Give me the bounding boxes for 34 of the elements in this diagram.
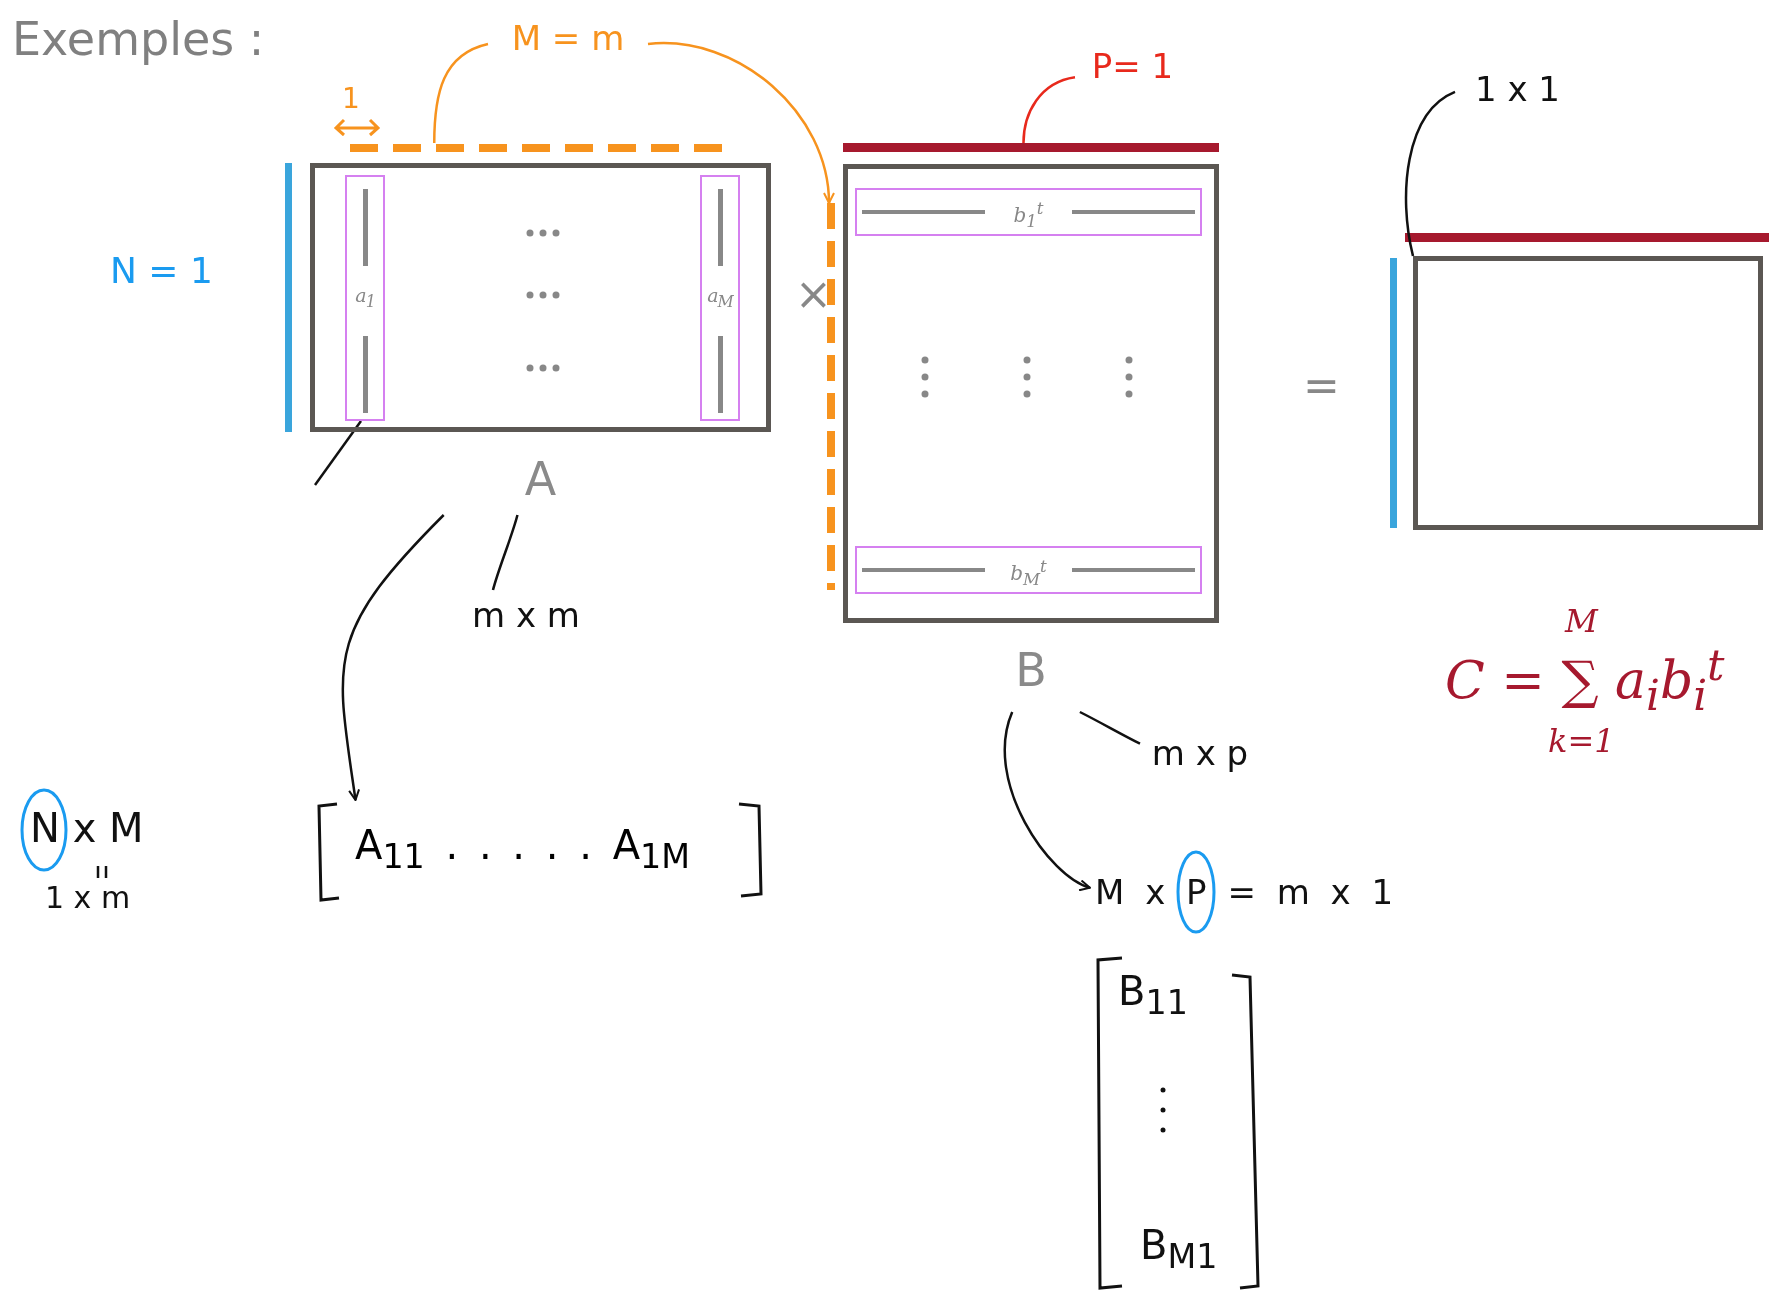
handwritten-note: m x m xyxy=(460,590,592,640)
dimension-label: N x M xyxy=(30,805,144,851)
arrow xyxy=(1003,711,1091,890)
leader-line xyxy=(433,42,489,144)
dimension-label: 1 x m xyxy=(45,880,131,915)
operator-symbol: = xyxy=(1303,360,1340,411)
matrix-entry: B$_{M1}$ xyxy=(1140,1222,1218,1276)
matrix-entry: B$_{11}$ xyxy=(1118,968,1188,1022)
leader-line xyxy=(1404,90,1456,257)
arrow xyxy=(341,514,445,801)
leader-line xyxy=(491,514,519,591)
column-vector: a$_{M}$ xyxy=(700,175,740,421)
leader-line xyxy=(314,420,362,486)
matrix-box xyxy=(1413,256,1763,530)
handwritten-note: 1 x 1 xyxy=(1455,60,1580,118)
operator-symbol: × xyxy=(795,268,832,319)
matrix-name: B xyxy=(1014,643,1048,697)
matrix-name: A xyxy=(523,452,558,506)
handwritten-note: M x P = m x 1 xyxy=(1090,845,1470,940)
formula-limit: k=1 xyxy=(1548,722,1615,760)
heading: Exemples : xyxy=(12,12,265,66)
column-vector: a$_{1}$ xyxy=(345,175,385,421)
handwritten-note: M = m xyxy=(488,8,648,68)
leader-line xyxy=(1022,75,1076,144)
dimension-bar xyxy=(843,143,1219,152)
handwritten-note: m x p xyxy=(1140,722,1260,784)
handwritten-note: P= 1 xyxy=(1075,38,1190,94)
row-vector-entries: A$_{11}$ . . . . . A$_{1M}$ xyxy=(355,822,690,876)
dimension-label: N = 1 xyxy=(110,250,213,291)
arrow xyxy=(647,42,835,204)
dimension-label: 1 xyxy=(342,82,360,115)
dashed-dimension-bar xyxy=(826,203,836,590)
formula-limit: M xyxy=(1565,602,1598,640)
leader-line xyxy=(1079,710,1141,745)
